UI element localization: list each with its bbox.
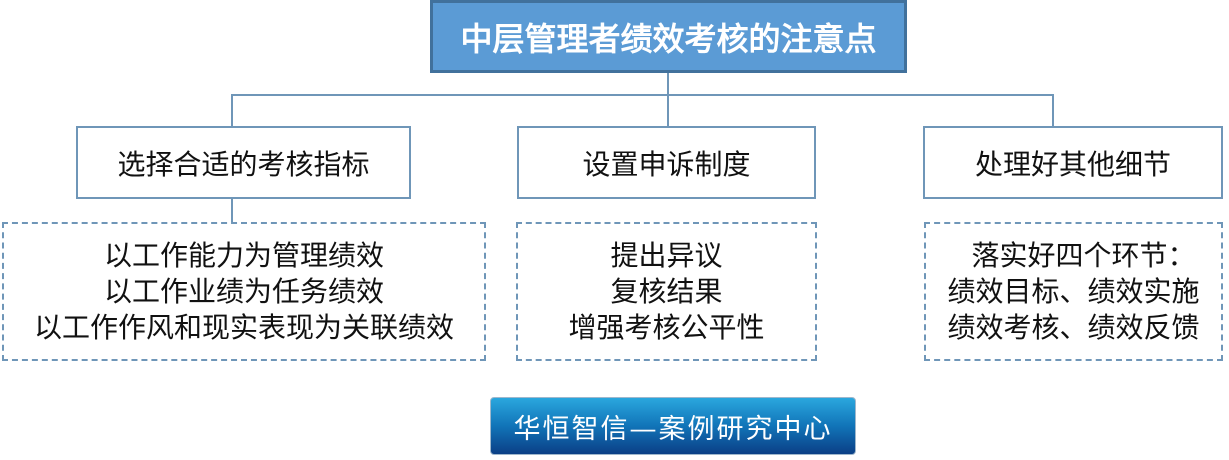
detail-line: 以工作能力为管理绩效 xyxy=(103,238,384,272)
connector xyxy=(231,199,233,222)
branch-heading-indicators: 选择合适的考核指标 xyxy=(76,126,411,199)
detail-line: 以工作业绩为任务绩效 xyxy=(103,274,384,308)
detail-line: 增强考核公平性 xyxy=(568,310,765,344)
detail-line: 以工作作风和现实表现为关联绩效 xyxy=(33,310,454,344)
branch-details-details: 落实好四个环节： 绩效目标、绩效实施 绩效考核、绩效反馈 xyxy=(924,222,1223,361)
branch-heading-appeal: 设置申诉制度 xyxy=(517,126,816,199)
detail-line: 绩效考核、绩效反馈 xyxy=(947,310,1200,344)
branch-details-indicators: 以工作能力为管理绩效 以工作业绩为任务绩效 以工作作风和现实表现为关联绩效 xyxy=(2,222,486,361)
footer-logo: 华恒智信—案例研究中心 xyxy=(490,397,856,455)
connector xyxy=(231,94,233,126)
branch-details-appeal: 提出异议 复核结果 增强考核公平性 xyxy=(516,222,817,361)
connector xyxy=(667,94,669,126)
detail-line: 提出异议 xyxy=(610,238,723,272)
connector xyxy=(1052,94,1054,126)
connector xyxy=(231,94,1054,96)
diagram-title: 中层管理者绩效考核的注意点 xyxy=(430,0,907,73)
connector xyxy=(667,73,669,96)
branch-heading-details: 处理好其他细节 xyxy=(923,126,1223,199)
detail-line: 绩效目标、绩效实施 xyxy=(947,274,1200,308)
detail-line: 复核结果 xyxy=(610,274,723,308)
detail-line: 落实好四个环节： xyxy=(971,238,1196,272)
